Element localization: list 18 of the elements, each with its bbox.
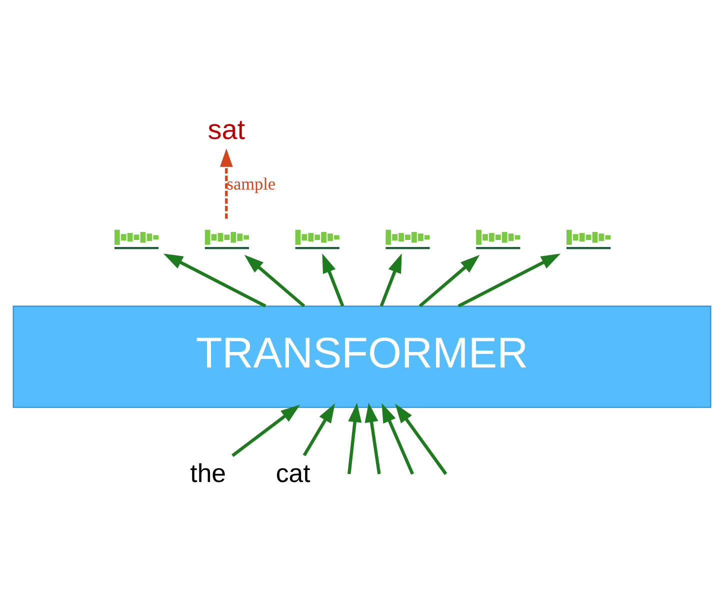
arrow: [244, 254, 305, 308]
node-box: TRANSFORMER: [12, 306, 711, 408]
arrow: [457, 254, 560, 308]
arrow: [231, 404, 300, 457]
arrow: [381, 403, 414, 475]
arrow: [418, 254, 480, 308]
node-text: cat: [275, 460, 310, 488]
node-text: the: [190, 460, 226, 488]
arrow: [379, 253, 402, 307]
edge-label: sample: [226, 174, 276, 194]
arrow: [322, 253, 344, 307]
arrow: [394, 404, 447, 475]
arrow: [219, 148, 232, 219]
arrow: [364, 402, 380, 474]
arrow: [346, 402, 362, 474]
arrow: [302, 403, 335, 456]
node-text: sat: [207, 114, 245, 146]
arrow: [162, 254, 266, 308]
